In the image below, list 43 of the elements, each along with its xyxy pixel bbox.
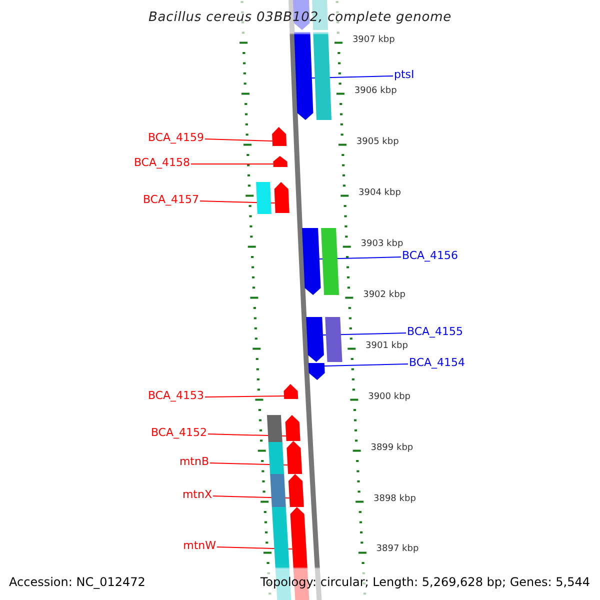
gene-label: BCA_4155 — [407, 326, 464, 337]
gene-block — [284, 384, 298, 399]
cog-bar — [266, 415, 282, 442]
gene-label: BCA_4159 — [148, 132, 204, 143]
gene-label: ptsI — [394, 69, 414, 80]
gene-label: mtnX — [182, 489, 212, 500]
gene-block — [286, 441, 302, 474]
tick-label: 3902 kbp — [363, 291, 406, 300]
gene-block — [273, 156, 288, 167]
gene-label: BCA_4154 — [409, 357, 466, 368]
tick-label: 3904 kbp — [358, 189, 401, 198]
gene-block — [288, 474, 304, 507]
gene-label: BCA_4152 — [150, 427, 207, 438]
tick-label: 3901 kbp — [366, 342, 408, 351]
tick-label: 3899 kbp — [370, 444, 414, 453]
gene-block — [294, 32, 314, 120]
gene-label: mtnW — [183, 540, 216, 551]
cog-bar — [313, 32, 332, 120]
cog-bar — [325, 317, 342, 362]
tick-label: 3905 kbp — [356, 138, 399, 147]
leader-line — [204, 138, 273, 142]
diagram-title: Bacillus cereus 03BB102, complete genome — [148, 11, 452, 24]
tick-label: 3898 kbp — [374, 495, 416, 504]
cog-bar — [268, 442, 284, 474]
gene-label: BCA_4153 — [148, 390, 204, 401]
gene-block — [302, 228, 321, 295]
tick-label: 3897 kbp — [376, 545, 419, 554]
tick-label: 3906 kbp — [354, 87, 397, 96]
leader-line — [324, 364, 408, 366]
gene-block — [285, 415, 300, 441]
gene-label: BCA_4156 — [402, 250, 458, 261]
gene-label: mtnB — [179, 456, 209, 467]
genome-info-text: Topology: circular; Length: 5,269,628 bp; Genes: 5,544 — [260, 576, 590, 588]
gene-label: BCA_4157 — [142, 194, 199, 205]
tick-label: 3900 kbp — [368, 393, 410, 402]
tick-label: 3903 kbp — [360, 240, 404, 249]
accession-text: Accession: NC_012472 — [9, 576, 146, 588]
gene-label: BCA_4158 — [134, 157, 190, 168]
cog-bar — [321, 228, 340, 295]
cog-bar — [256, 182, 272, 214]
tick-label: 3907 kbp — [352, 36, 395, 45]
leader-line — [204, 396, 284, 398]
gene-block — [274, 182, 290, 213]
